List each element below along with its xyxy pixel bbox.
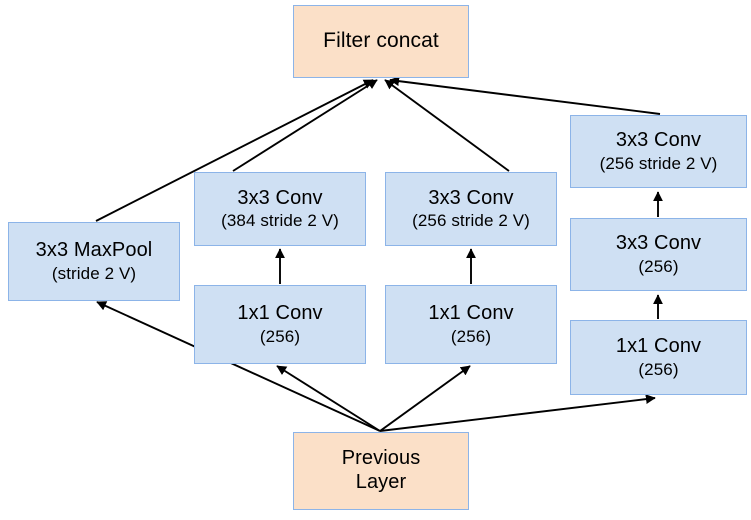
node-mid-conv-bottom-title: 1x1 Conv (428, 302, 514, 325)
node-previous-layer-title: Previous (341, 447, 421, 470)
node-mid-conv-top-sub: (256 stride 2 V) (412, 211, 530, 231)
node-right-conv-mid-title: 3x3 Conv (615, 232, 702, 255)
node-right-conv-mid[interactable]: 3x3 Conv (256) (570, 218, 747, 291)
node-left-conv-bottom-title: 1x1 Conv (237, 302, 323, 325)
edge-previous-layer-to-right-1x1 (379, 394, 656, 432)
node-filter-concat[interactable]: Filter concat (293, 5, 469, 78)
node-maxpool-sub: (stride 2 V) (51, 263, 137, 283)
node-right-conv-mid-sub: (256) (638, 256, 679, 276)
node-left-conv-top-sub: (384 stride 2 V) (221, 211, 339, 231)
node-filter-concat-title: Filter concat (323, 29, 439, 53)
node-right-conv-bottom[interactable]: 1x1 Conv (256) (570, 320, 747, 395)
node-previous-layer[interactable]: Previous Layer (293, 432, 469, 510)
edge-previous-layer-to-left-1x1 (276, 365, 381, 432)
node-right-conv-top-title: 3x3 Conv (615, 129, 702, 152)
node-left-conv-bottom[interactable]: 1x1 Conv (256) (194, 285, 366, 364)
node-maxpool-title: 3x3 MaxPool (35, 239, 153, 262)
node-mid-conv-top[interactable]: 3x3 Conv (256 stride 2 V) (385, 172, 557, 246)
node-right-conv-top-sub: (256 stride 2 V) (599, 153, 718, 173)
node-mid-conv-top-title: 3x3 Conv (428, 186, 514, 209)
node-right-conv-bottom-title: 1x1 Conv (615, 335, 702, 358)
node-maxpool[interactable]: 3x3 MaxPool (stride 2 V) (8, 222, 180, 301)
node-mid-conv-bottom[interactable]: 1x1 Conv (256) (385, 285, 557, 364)
node-left-conv-top[interactable]: 3x3 Conv (384 stride 2 V) (194, 172, 366, 246)
node-left-conv-top-title: 3x3 Conv (237, 186, 323, 209)
node-mid-conv-bottom-sub: (256) (450, 326, 492, 346)
node-previous-layer-sub: Layer (355, 471, 407, 493)
node-right-conv-bottom-sub: (256) (638, 359, 679, 379)
edge-mid-conv-to-filter-concat (384, 79, 510, 172)
edge-right-conv-to-filter-concat (389, 76, 661, 115)
node-right-conv-top[interactable]: 3x3 Conv (256 stride 2 V) (570, 115, 747, 188)
node-left-conv-bottom-sub: (256) (259, 326, 301, 346)
edge-left-conv-to-filter-concat (232, 79, 378, 172)
edge-previous-layer-to-mid-1x1 (379, 365, 471, 432)
edge-maxpool-to-filter-concat (95, 79, 374, 222)
edge-previous-layer-to-maxpool (96, 301, 381, 432)
